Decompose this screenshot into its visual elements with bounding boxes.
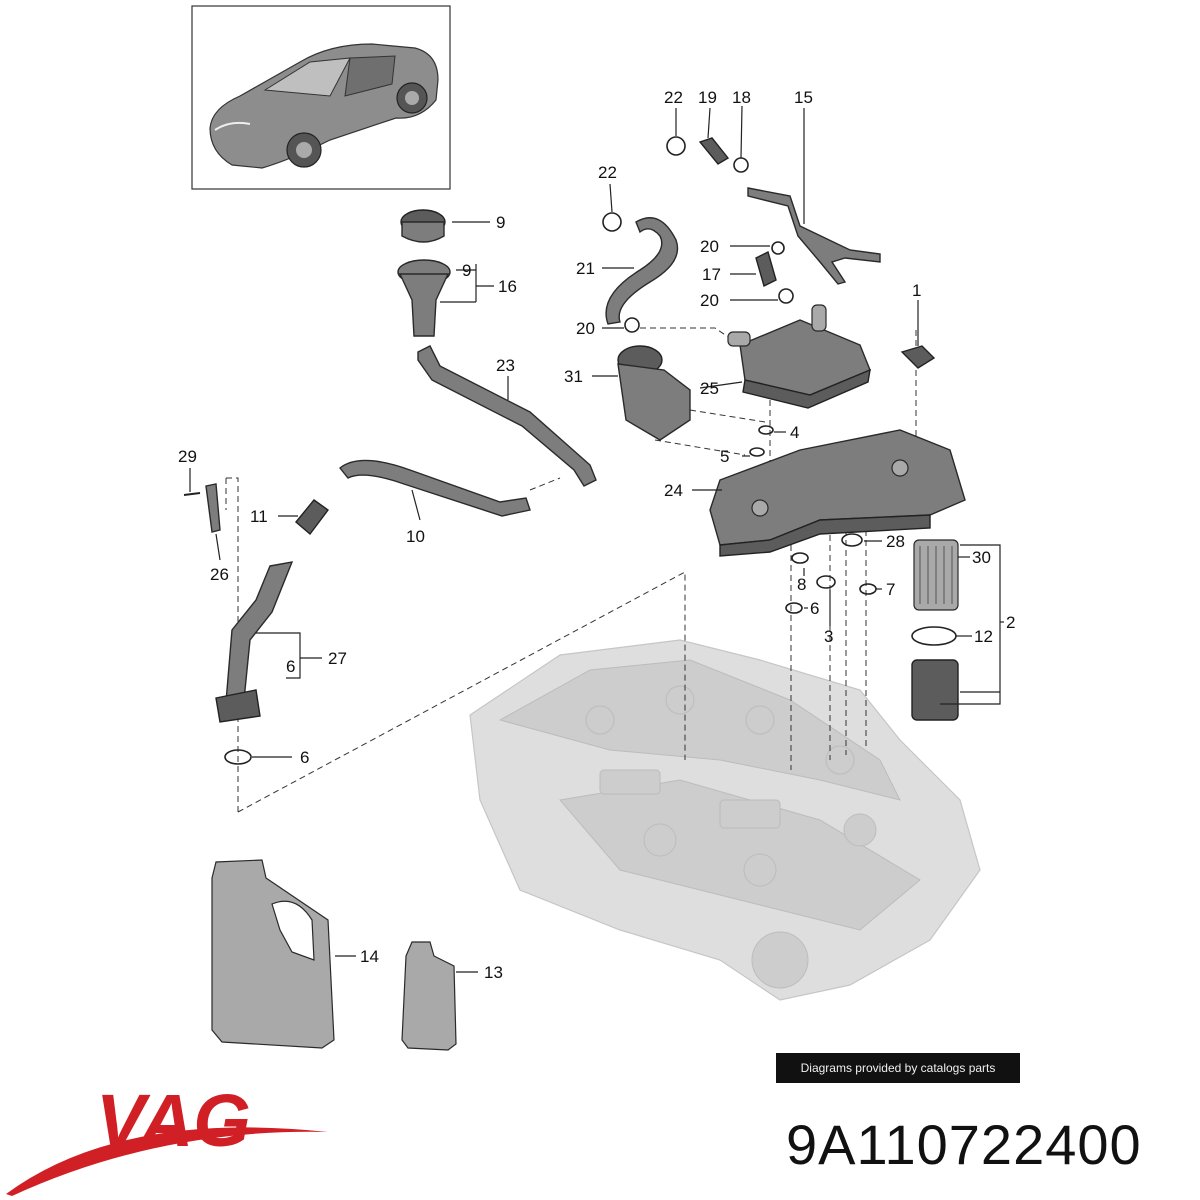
part-oil-bottle-13 (401, 941, 457, 1051)
callout-29: 29 (178, 447, 197, 466)
callout-2: 2 (1006, 613, 1015, 632)
part-breather-hose-10 (339, 459, 531, 517)
engine-block (469, 639, 981, 1001)
callout-labels: 1 2 3 4 5 6 6 6 7 8 9 9 10 11 12 13 14 1… (178, 88, 1015, 982)
callout-6-a: 6 (810, 599, 819, 618)
part-number: 9A110722400 (786, 1113, 1142, 1176)
part-oil-filter-30 (913, 539, 959, 611)
vag-logo: VAG (6, 1079, 328, 1196)
leader-lines (189, 105, 1004, 973)
part-filter-housing-cap (911, 659, 959, 721)
callout-17: 17 (702, 265, 721, 284)
callout-10: 10 (406, 527, 425, 546)
part-seal-rings (224, 425, 957, 765)
callout-28: 28 (886, 532, 905, 551)
callout-9-a: 9 (496, 213, 505, 232)
catalog-watermark: Diagrams provided by catalogs parts (776, 1053, 1020, 1083)
callout-3: 3 (824, 627, 833, 646)
part-housing-24 (709, 429, 966, 557)
part-filler-pipe-23 (417, 345, 597, 487)
callout-26: 26 (210, 565, 229, 584)
logo-swoosh (6, 1127, 328, 1196)
part-oil-cooler (727, 304, 871, 409)
part-cooler-pipe (747, 187, 881, 285)
part-oil-jug-14 (211, 859, 335, 1049)
callout-13: 13 (484, 963, 503, 982)
logo-text: VAG (96, 1079, 251, 1162)
callout-24: 24 (664, 481, 683, 500)
part-oil-filler-cap (400, 209, 446, 243)
callout-21: 21 (576, 259, 595, 278)
callout-18: 18 (732, 88, 751, 107)
part-bracket-26 (205, 483, 221, 533)
callout-6-b: 6 (286, 657, 295, 676)
part-hose-21 (605, 217, 679, 325)
callout-9-b: 9 (462, 261, 471, 280)
vehicle-thumbnail (191, 5, 451, 190)
part-screw-29 (183, 492, 201, 496)
callout-31: 31 (564, 367, 583, 386)
callout-8: 8 (797, 575, 806, 594)
part-dipstick-tube-27 (215, 561, 294, 723)
part-clamps (602, 136, 794, 333)
callout-7: 7 (886, 580, 895, 599)
part-sensor-1 (900, 345, 936, 369)
callout-22-b: 22 (598, 163, 617, 182)
callout-30: 30 (972, 548, 991, 567)
part-hose-17 (755, 250, 777, 288)
callout-15: 15 (794, 88, 813, 107)
callout-6-c: 6 (300, 748, 309, 767)
callout-27: 27 (328, 649, 347, 668)
part-hose-11 (295, 499, 329, 536)
callout-20-a: 20 (700, 237, 719, 256)
callout-22-a: 22 (664, 88, 683, 107)
part-filler-neck (397, 259, 451, 337)
callout-11: 11 (250, 507, 268, 526)
callout-5: 5 (720, 447, 729, 466)
callout-19: 19 (698, 88, 717, 107)
callout-1: 1 (912, 281, 921, 300)
callout-20-b: 20 (700, 291, 719, 310)
callout-23: 23 (496, 356, 515, 375)
callout-12: 12 (974, 627, 993, 646)
callout-16: 16 (498, 277, 517, 296)
callout-4: 4 (790, 423, 799, 442)
callout-20-c: 20 (576, 319, 595, 338)
callout-14: 14 (360, 947, 379, 966)
part-oil-separator-31 (617, 345, 691, 441)
part-hose-19 (698, 137, 730, 165)
callout-25: 25 (700, 379, 719, 398)
